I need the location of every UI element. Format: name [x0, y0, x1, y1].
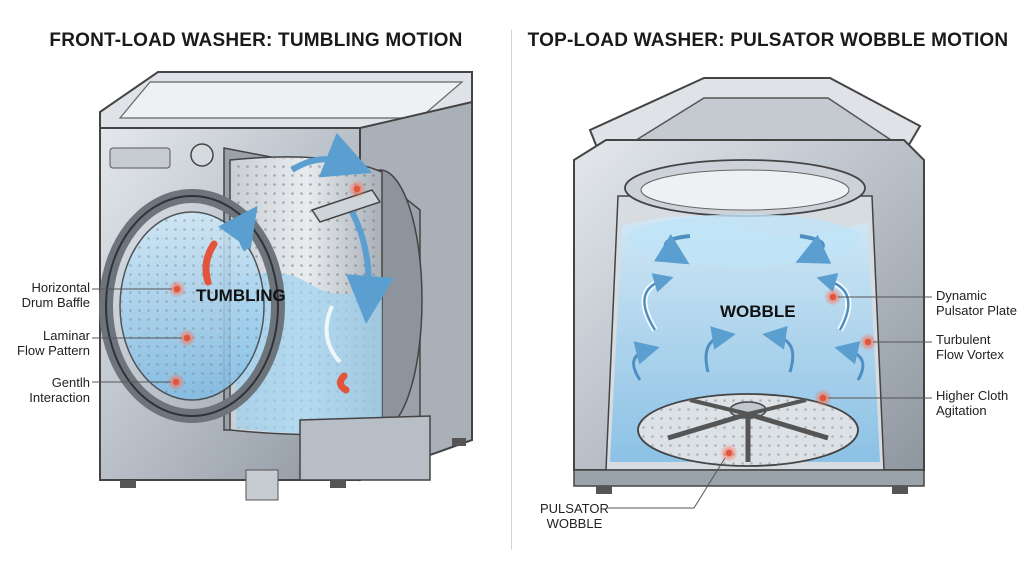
- tumbling-label: TUMBLING: [196, 286, 286, 306]
- indicator-dot: [726, 450, 732, 456]
- control-knob-icon: [191, 144, 213, 166]
- callout-line1: Laminar: [17, 328, 90, 343]
- callout-line1: Dynamic: [936, 288, 1017, 303]
- callout-pulsator-wobble: PULSATOR WOBBLE: [540, 501, 609, 531]
- callout-line2: Pulsator Plate: [936, 303, 1017, 318]
- indicator-dot: [830, 294, 836, 300]
- callout-line1: PULSATOR: [540, 501, 609, 516]
- callout-laminar-flow-pattern: Laminar Flow Pattern: [17, 328, 90, 358]
- callout-line1: Turbulent: [936, 332, 1004, 347]
- callout-line1: Gentlh: [29, 375, 90, 390]
- indicator-dot: [820, 395, 826, 401]
- callout-line2: Drum Baffle: [22, 295, 90, 310]
- indicator-dot: [173, 379, 179, 385]
- indicator-dot: [184, 335, 190, 341]
- top-load-washer: [574, 78, 932, 508]
- callout-line1: Horizontal: [22, 280, 90, 295]
- callout-line2: Interaction: [29, 390, 90, 405]
- callout-gentle-interaction: Gentlh Interaction: [29, 375, 90, 405]
- callout-turbulent-flow-vortex: Turbulent Flow Vortex: [936, 332, 1004, 362]
- indicator-dot: [865, 339, 871, 345]
- indicator-dot: [354, 186, 360, 192]
- indicator-dot: [174, 286, 180, 292]
- filter-cover: [246, 470, 278, 500]
- callout-line2: WOBBLE: [540, 516, 609, 531]
- callout-dynamic-pulsator-plate: Dynamic Pulsator Plate: [936, 288, 1017, 318]
- wobble-label: WOBBLE: [720, 302, 796, 322]
- callout-line2: Agitation: [936, 403, 1008, 418]
- callout-line1: Higher Cloth: [936, 388, 1008, 403]
- callout-higher-cloth-agitation: Higher Cloth Agitation: [936, 388, 1008, 418]
- callout-horizontal-drum-baffle: Horizontal Drum Baffle: [22, 280, 90, 310]
- callout-line2: Flow Vortex: [936, 347, 1004, 362]
- detergent-drawer: [110, 148, 170, 168]
- callout-line2: Flow Pattern: [17, 343, 90, 358]
